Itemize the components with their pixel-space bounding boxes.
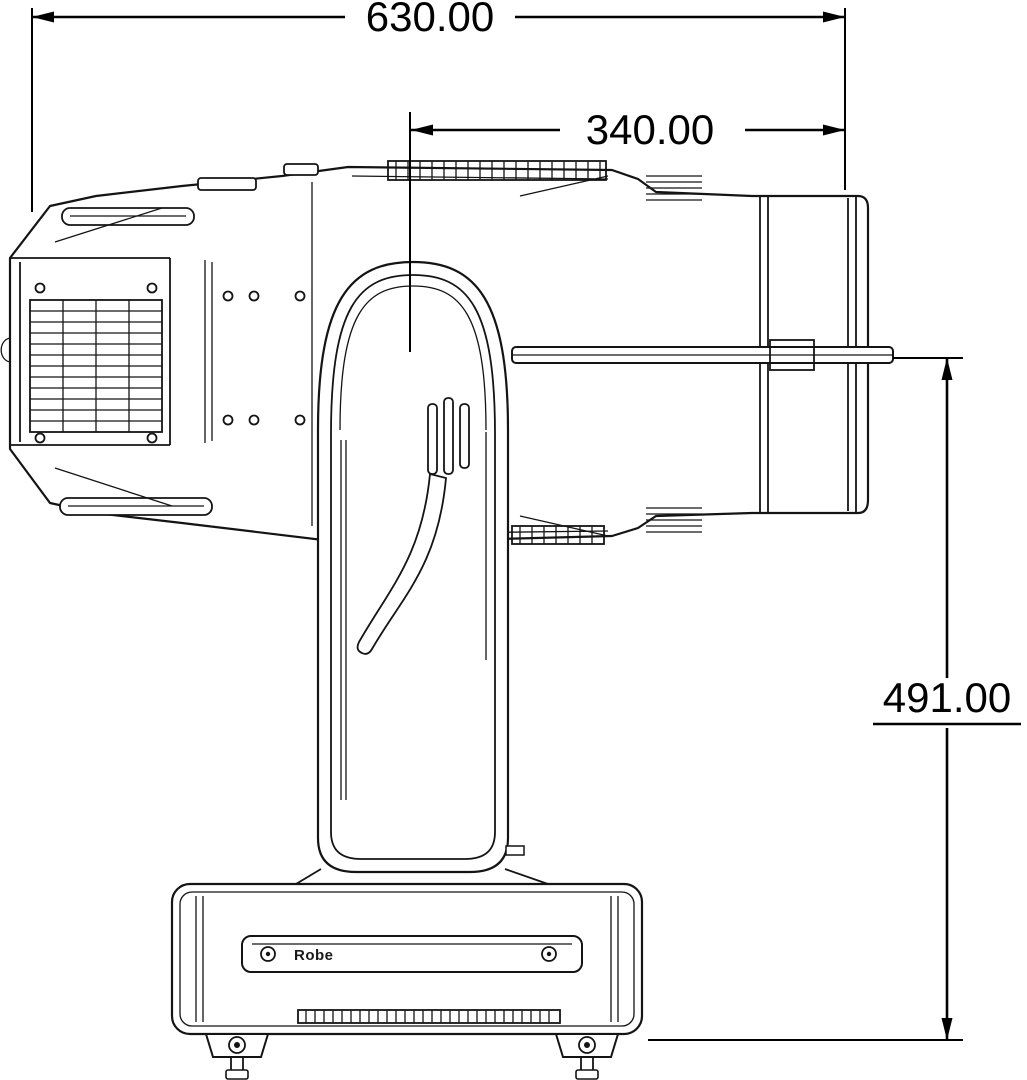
yoke-fork-ornament [356, 397, 470, 655]
handle-bracket [769, 339, 815, 371]
dimension-label-340: 340.00 [586, 106, 714, 153]
base-end-caps [195, 896, 619, 1022]
base-handle-recess: Robe [241, 935, 583, 973]
dimension-label-491: 491.00 [883, 674, 1011, 721]
base-vent-strip [297, 1009, 561, 1024]
body-creases [54, 175, 609, 537]
left-edge-bump [0, 337, 12, 363]
yoke-top-arc [339, 285, 487, 431]
dim630-arrow-right [823, 11, 845, 23]
dimension-overall-width: 630.00 [31, 0, 846, 212]
foot-left [204, 1033, 270, 1080]
fins-top [646, 175, 702, 201]
toothed-strip-top [387, 160, 607, 181]
yoke-latch-pin [505, 845, 525, 856]
brand-logo: Robe [294, 947, 334, 964]
dimension-center-to-front: 340.00 [409, 106, 845, 352]
base-inner-line [179, 891, 635, 1027]
dim340-arrow-left [411, 124, 433, 136]
grille-slats [30, 300, 162, 432]
fins-bottom [646, 507, 702, 533]
mid-plate-bolts [222, 290, 306, 426]
side-handle-bar [511, 339, 894, 371]
dim491-arrow-bottom [941, 1018, 953, 1040]
rear-bolts [34, 282, 158, 444]
top-clip-2 [283, 163, 319, 176]
rear-panel [10, 257, 171, 446]
recess-screw-left [260, 946, 276, 962]
dimension-label-630: 630.00 [366, 0, 494, 40]
dim630-arrow-left [32, 11, 54, 23]
recess-screw-right [541, 946, 557, 962]
fixture-yoke [316, 260, 525, 874]
dim491-extension-lines [648, 357, 963, 1041]
yoke-inner [330, 274, 496, 860]
foot-right [554, 1033, 620, 1080]
dimension-height: 491.00 [648, 357, 1021, 1041]
yoke-side-lines [340, 432, 487, 800]
dim491-arrow-top [941, 358, 953, 380]
dim630-extension-lines [31, 8, 846, 212]
dim340-arrow-right [823, 124, 845, 136]
mid-plate-lines [204, 182, 313, 526]
fixture-base: Robe [170, 868, 644, 1080]
top-clip-1 [197, 177, 257, 191]
base-neck-lines [295, 868, 549, 885]
vent-grille [29, 299, 163, 433]
